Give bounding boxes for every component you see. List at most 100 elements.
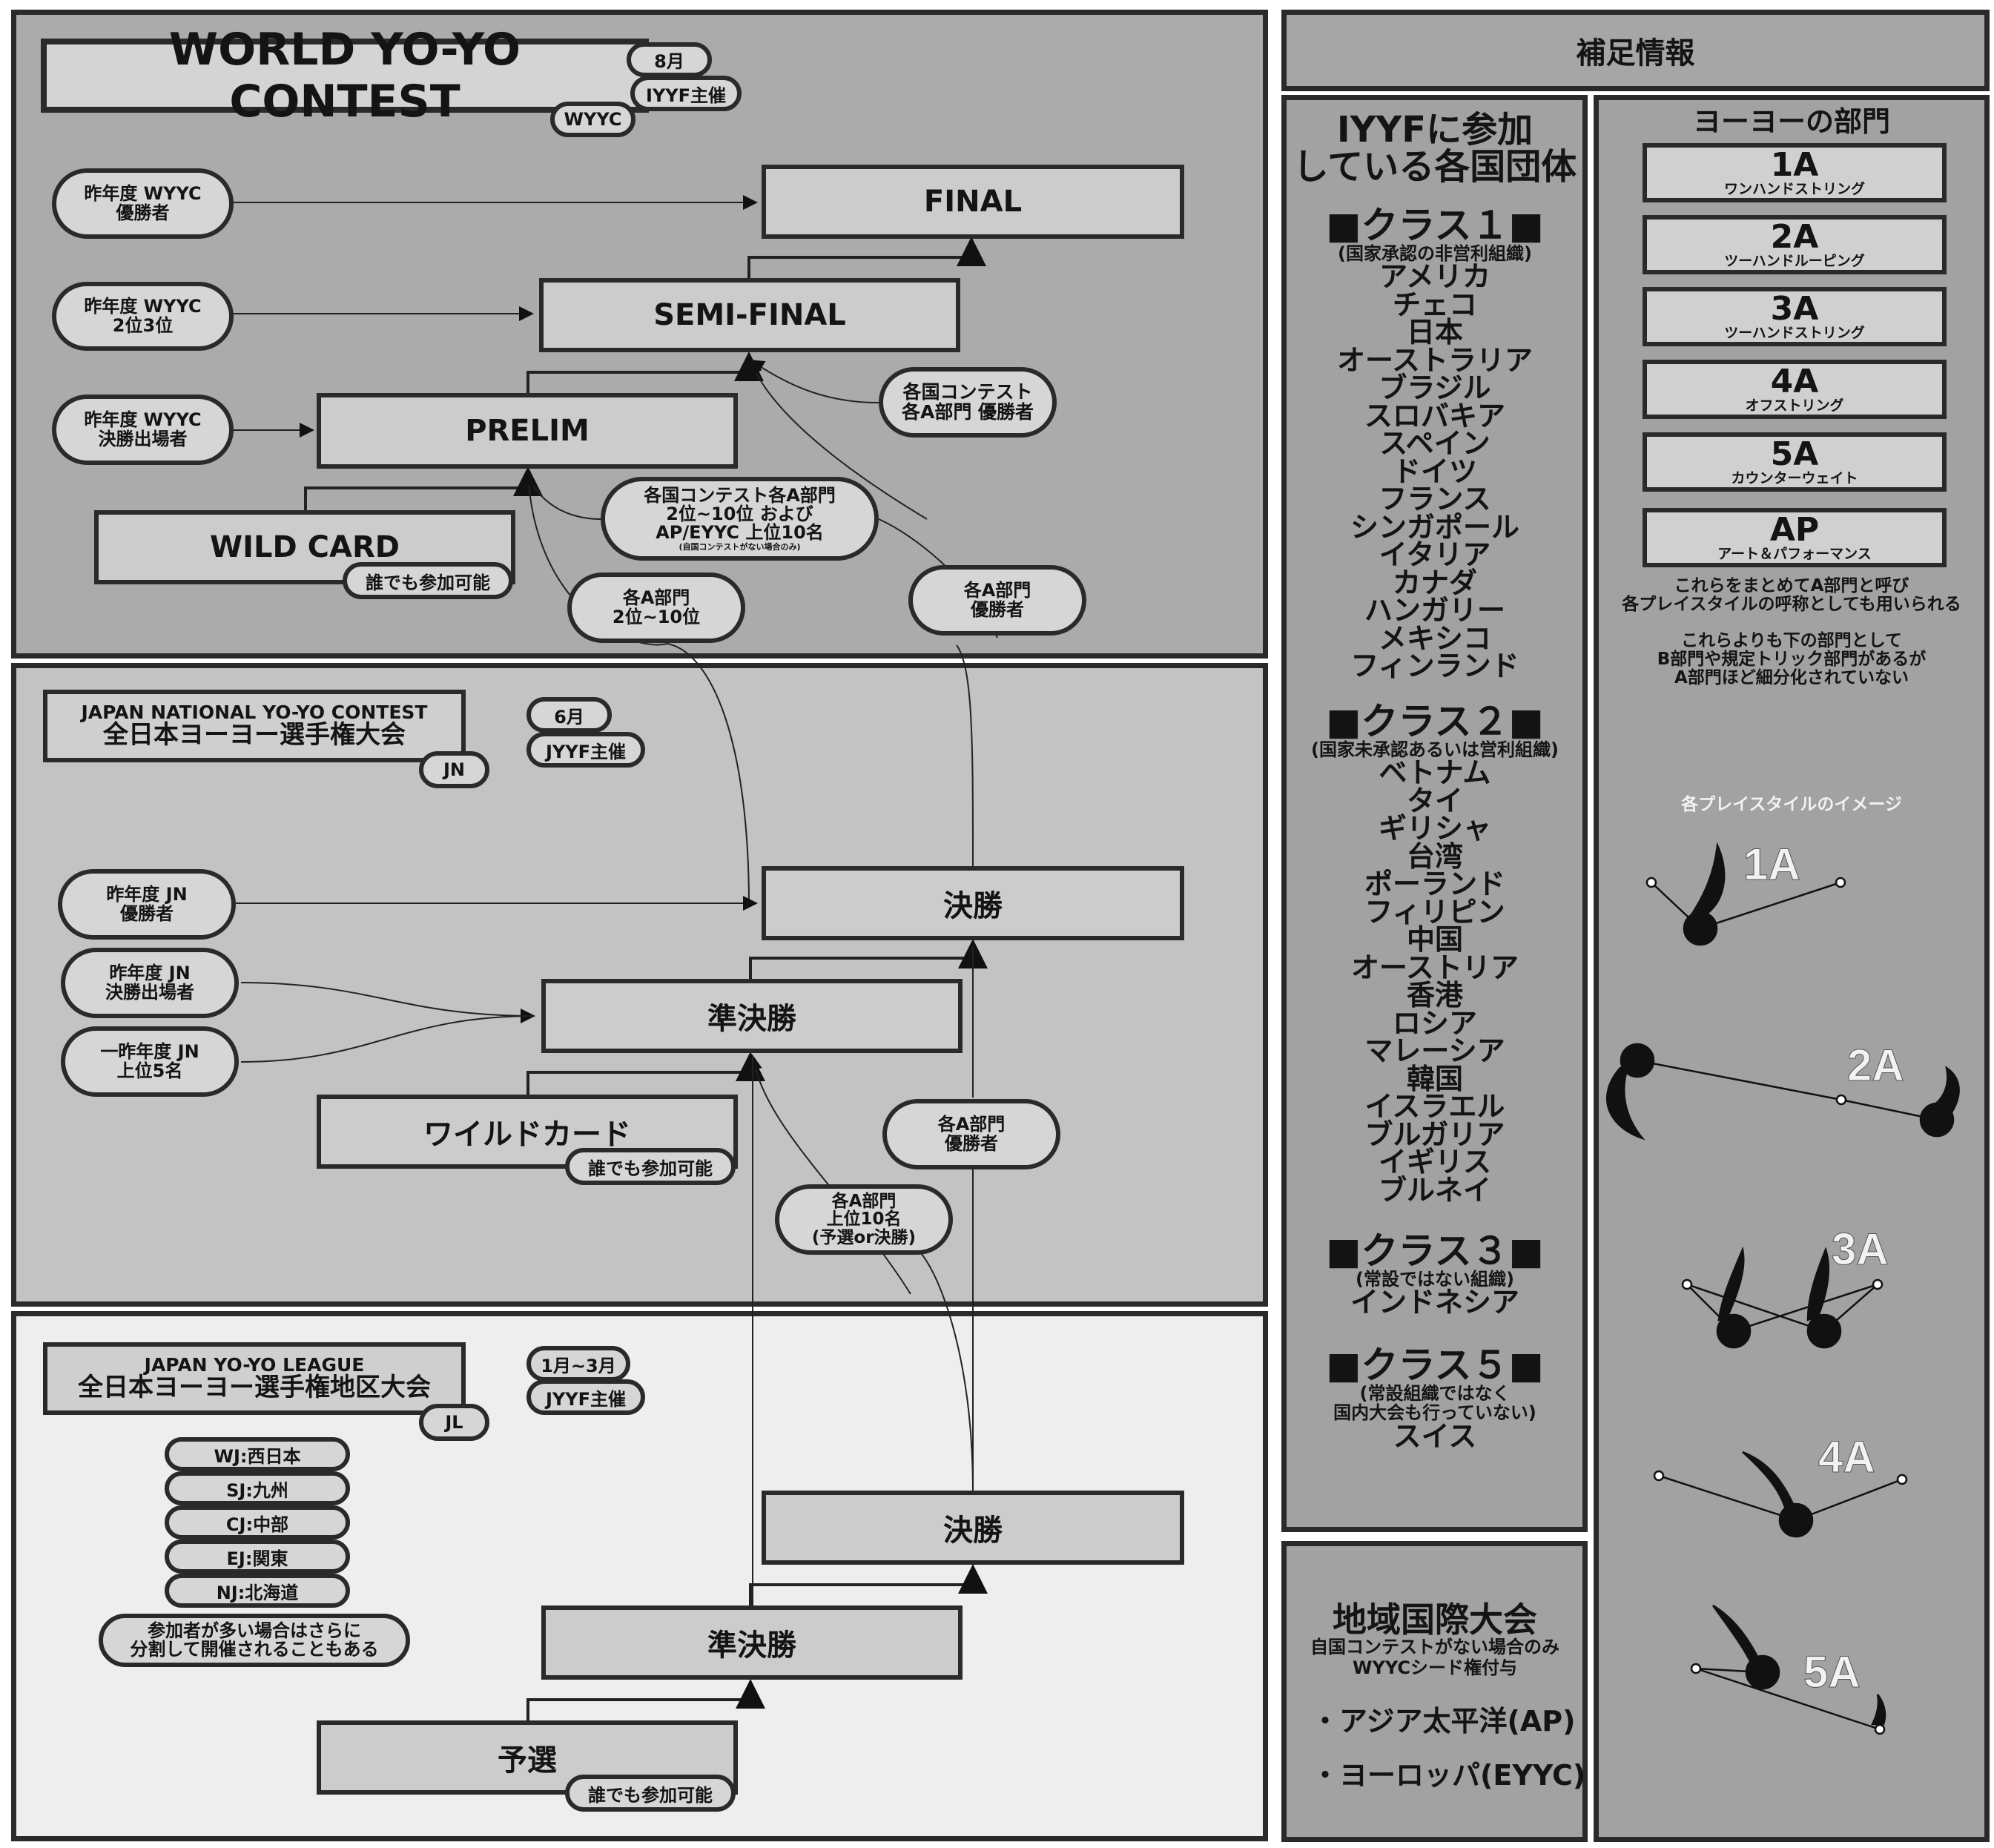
class1-country-list: アメリカチェコ日本オーストラリアブラジルスロバキアスペインドイツフランスシンガポ… [1337, 263, 1533, 681]
wyyc-seed-jn-champs: 各A部門優勝者 [908, 565, 1086, 636]
class5-heading: ■クラス５■ [1326, 1343, 1544, 1387]
jl-semifinal-label: 準決勝 [707, 1628, 796, 1663]
division-ap: AP アート＆パフォーマンス [1643, 508, 1947, 567]
country-item: ポーランド [1364, 868, 1505, 901]
class1-sub: (国家承認の非営利組織) [1338, 242, 1532, 264]
class2-country-list: ベトナムタイギリシャ台湾ポーランドフィリピン中国オーストリア香港ロシアマレーシア… [1351, 759, 1519, 1204]
country-item: メキシコ [1378, 621, 1491, 655]
division-1a: 1A ワンハンドストリング [1643, 143, 1947, 202]
class3-sub: (常設ではない組織) [1356, 1269, 1514, 1290]
class5-sub-2: 国内大会も行っていない) [1333, 1402, 1536, 1424]
jl-open-entry-badge: 誰でも参加可能 [565, 1775, 736, 1812]
jn-wildcard-label: ワイルドカード [423, 1118, 631, 1152]
wyyc-wildcard-label: WILD CARD [210, 530, 400, 564]
wyyc-open-entry: 誰でも参加可能 [366, 572, 490, 593]
wyyc-seed-national-2to10: 各国コンテスト各A部門 2位~10位 および AP/EYYC 上位10名 (自国… [601, 477, 879, 561]
country-item: イスラエル [1364, 1090, 1505, 1123]
jn-open-entry-badge: 誰でも参加可能 [565, 1148, 736, 1185]
jn-final-label: 決勝 [943, 889, 1003, 923]
class1-heading: ■クラス１■ [1326, 203, 1544, 247]
jl-final-label: 決勝 [943, 1514, 1003, 1548]
jl-organizer-badge: JYYF主催 [526, 1379, 645, 1415]
wyyc-prelim-box: PRELIM [317, 393, 738, 469]
jl-final-box: 決勝 [762, 1491, 1184, 1565]
jl-month-badge: 1月~3月 [526, 1346, 630, 1382]
wyyc-final-label: FINAL [923, 185, 1023, 219]
jn-month: 6月 [554, 706, 584, 727]
jl-open-entry: 誰でも参加可能 [588, 1784, 713, 1806]
members-panel [1281, 95, 1588, 1532]
class2-sub: (国家未承認あるいは営利組織) [1311, 739, 1559, 760]
style-label-4a: 4A [1818, 1432, 1875, 1482]
jn-final-box: 決勝 [762, 866, 1184, 940]
country-item: 中国 [1406, 923, 1463, 957]
jn-title-en: JAPAN NATIONAL YO-YO CONTEST [81, 702, 428, 724]
jn-abbr: JN [443, 759, 465, 780]
regional-title: 地域国際大会 [1333, 1600, 1537, 1640]
class2-heading: ■クラス２■ [1326, 699, 1544, 743]
style-label-1a: 1A [1743, 839, 1800, 889]
jn-month-badge: 6月 [526, 697, 612, 733]
info-header-title: 補足情報 [1576, 36, 1695, 70]
regional-sub-2: WYYCシード権付与 [1353, 1657, 1517, 1678]
yoyo-style-labels: 1A 2A 3A 4A 5A [1743, 839, 1905, 1697]
division-3a: 3A ツーハンドストリング [1643, 287, 1947, 346]
jl-prelim-label: 予選 [498, 1743, 557, 1778]
jn-organizer-badge: JYYF主催 [526, 732, 645, 768]
jn-semifinal-label: 準決勝 [707, 1002, 796, 1036]
class3-heading: ■クラス３■ [1326, 1230, 1544, 1273]
jn-title-jp: 全日本ヨーヨー選手権大会 [102, 720, 406, 750]
country-item: ブルガリア [1364, 1118, 1505, 1151]
country-item: スロバキア [1364, 399, 1505, 432]
style-label-2a: 2A [1847, 1040, 1904, 1090]
jl-region-cj: CJ:中部 [165, 1505, 350, 1540]
jl-title-jp: 全日本ヨーヨー選手権地区大会 [78, 1373, 431, 1403]
country-item: イタリア [1379, 538, 1491, 572]
class5-sub-1: (常設組織ではなく [1359, 1382, 1511, 1404]
country-item: アメリカ [1379, 260, 1491, 294]
wyyc-title-box: WORLD YO-YO CONTEST [41, 24, 649, 128]
wyyc-semifinal-label: SEMI-FINAL [653, 298, 846, 332]
country-item: 韓国 [1406, 1062, 1463, 1095]
jl-region-ej: EJ:関東 [165, 1540, 350, 1574]
country-item: ベトナム [1379, 756, 1491, 790]
country-item: ギリシャ [1378, 812, 1491, 845]
country-item: オーストラリア [1336, 343, 1534, 377]
wyyc-month-badge: 8月 [627, 42, 712, 77]
info-header: 補足情報 [1281, 10, 1990, 91]
country-item: イギリス [1378, 1146, 1491, 1179]
jn-seed-jl-top10: 各A部門 上位10名 (予選or決勝) [775, 1184, 953, 1255]
division-2a: 2A ツーハンドルーピング [1643, 215, 1947, 274]
yoyo-illustrations [1606, 842, 1960, 1735]
jn-abbr-badge: JN [419, 751, 489, 788]
jn-seed-jl-champs: 各A部門優勝者 [882, 1099, 1060, 1169]
jl-region-nj: NJ:北海道 [165, 1574, 350, 1608]
country-item: スペイン [1379, 427, 1490, 461]
jl-title-box: JAPAN YO-YO LEAGUE 全日本ヨーヨー選手権地区大会 [43, 1342, 466, 1415]
jl-prelim-box: 予選 [317, 1720, 738, 1795]
jl-regions-note: 参加者が多い場合はさらに分割して開催されることもある [99, 1614, 410, 1667]
jl-month: 1月~3月 [541, 1355, 616, 1376]
wyyc-abbr: WYYC [564, 109, 622, 130]
wyyc-prelim-label: PRELIM [465, 414, 590, 448]
class3-country-list: インドネシア [1350, 1289, 1519, 1317]
country-item: ブルネイ [1378, 1173, 1491, 1207]
country-item: ロシア [1392, 1006, 1477, 1040]
wyyc-title: WORLD YO-YO CONTEST [168, 24, 521, 128]
wyyc-seed-national-champs: 各国コンテスト各A部門 優勝者 [879, 367, 1057, 438]
division-5a: 5A カウンターウェイト [1643, 432, 1947, 492]
jl-region-wj: WJ:西日本 [165, 1437, 350, 1471]
country-item: インドネシア [1350, 1286, 1519, 1319]
jn-open-entry: 誰でも参加可能 [588, 1158, 713, 1179]
regional-column: 地域国際大会 自国コンテストがない場合のみ WYYCシード権付与 [1290, 1602, 1579, 1678]
country-item: シンガポール [1350, 510, 1519, 544]
style-label-5a: 5A [1803, 1647, 1861, 1697]
wyyc-semifinal-box: SEMI-FINAL [539, 278, 960, 352]
members-column: IYYFに参加 している各国団体 ■クラス１■ (国家承認の非営利組織) アメリ… [1290, 111, 1579, 1451]
country-item: チェコ [1392, 288, 1477, 321]
country-item: 日本 [1406, 316, 1463, 349]
